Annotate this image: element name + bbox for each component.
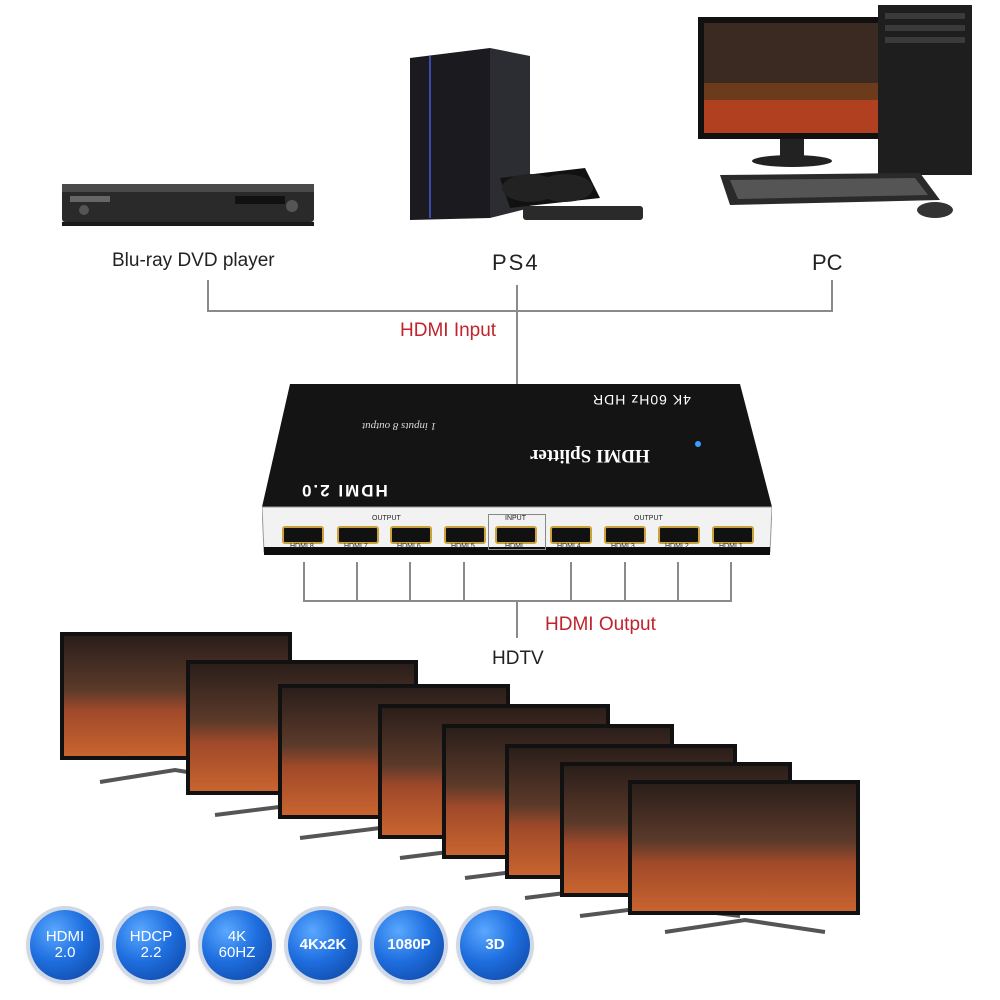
tv-array xyxy=(60,632,860,934)
port-label: HDMI 6 xyxy=(397,543,421,550)
bluray-player-image xyxy=(62,184,314,226)
splitter-brand-text: HDMI Splitter xyxy=(530,445,650,466)
hdmi-port-7 xyxy=(337,526,379,544)
output-drop-2 xyxy=(677,562,679,602)
splitter-subtitle-text: 1 inputs 8 output xyxy=(362,420,437,432)
hdmi-port-4 xyxy=(550,526,592,544)
hdmi-splitter-device: 4K 60Hz HDR HDMI Splitter 1 inputs 8 out… xyxy=(262,382,772,562)
hdtv-label: HDTV xyxy=(492,648,544,669)
splitter-spec-text: 4K 60Hz HDR xyxy=(592,392,691,408)
port-label: HDMI 8 xyxy=(290,543,314,550)
tv-screen-8 xyxy=(628,780,860,934)
output-drop-8 xyxy=(303,562,305,602)
badge-text: HDCP 2.2 xyxy=(129,928,173,961)
badge-text: 4Kx2K xyxy=(299,936,347,953)
hdmi-port-3 xyxy=(604,526,646,544)
badge-text: HDMI 2.0 xyxy=(45,928,85,961)
hdmi-port-6 xyxy=(390,526,432,544)
input-bus-line xyxy=(207,310,833,312)
hdmi-input-port xyxy=(495,526,537,544)
output-group-right-label: OUTPUT xyxy=(634,515,663,522)
output-drop-6 xyxy=(409,562,411,602)
port-label: HDMI 3 xyxy=(611,543,635,550)
hdmi-2-0-badge: HDMI 2.0 xyxy=(30,910,100,980)
port-label: HDMI 7 xyxy=(344,543,368,550)
port-label: HDMI 1 xyxy=(719,543,743,550)
pc-label: PC xyxy=(812,250,843,275)
ps4-label: PS4 xyxy=(492,250,540,275)
hdmi-port-5 xyxy=(444,526,486,544)
port-label: HDMI 5 xyxy=(451,543,475,550)
4kx2k-badge: 4Kx2K xyxy=(288,910,358,980)
hdmi-output-label: HDMI Output xyxy=(545,614,656,635)
badge-text: 3D xyxy=(485,936,505,953)
output-drop-1 xyxy=(730,562,732,602)
pc-image xyxy=(698,5,972,218)
pc-connector-line xyxy=(831,280,833,312)
hdmi-port-1 xyxy=(712,526,754,544)
hdmi-port-8 xyxy=(282,526,324,544)
port-label: HDMI xyxy=(505,543,523,550)
bluray-connector-line xyxy=(207,280,209,312)
hdmi-input-label: HDMI Input xyxy=(398,320,499,342)
badge-text: 4K 60HZ xyxy=(218,928,256,961)
1080p-badge: 1080P xyxy=(374,910,444,980)
bluray-label: Blu-ray DVD player xyxy=(112,250,275,271)
input-group-label: INPUT xyxy=(505,515,526,522)
4k-60hz-badge: 4K 60HZ xyxy=(202,910,272,980)
port-label: HDMI 2 xyxy=(665,543,689,550)
input-port-divider xyxy=(488,514,546,550)
badge-text: 1080P xyxy=(387,936,431,953)
hdtv-connector-line xyxy=(516,600,518,638)
3d-badge: 3D xyxy=(460,910,530,980)
output-drop-7 xyxy=(356,562,358,602)
splitter-logo-text: HDMI 2.0 xyxy=(300,481,388,500)
output-drop-5 xyxy=(463,562,465,602)
output-drop-3 xyxy=(624,562,626,602)
hdcp-2-2-badge: HDCP 2.2 xyxy=(116,910,186,980)
output-drop-4 xyxy=(570,562,572,602)
ps4-console-image xyxy=(410,48,643,220)
port-label: HDMI 4 xyxy=(557,543,581,550)
output-group-left-label: OUTPUT xyxy=(372,515,401,522)
hdmi-port-2 xyxy=(658,526,700,544)
